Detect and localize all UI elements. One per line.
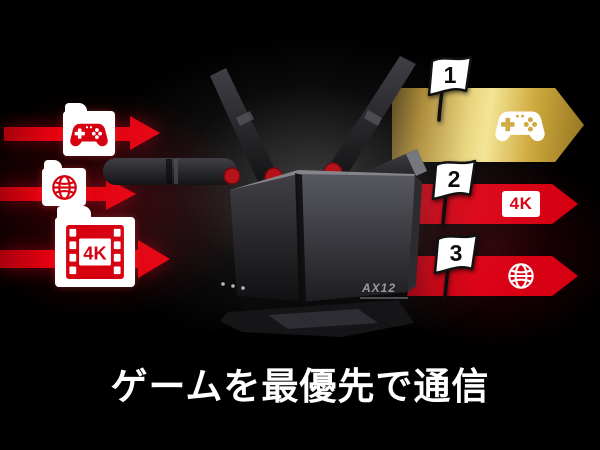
- antenna-up-right: [326, 56, 416, 180]
- caption-text: ゲームを最優先で通信: [110, 366, 490, 407]
- priority-flag-3: 3: [433, 233, 479, 300]
- router-led: [231, 284, 235, 288]
- antenna-up-left: [210, 68, 276, 182]
- flag-1-rank: 1: [444, 62, 457, 88]
- router-led: [221, 282, 225, 286]
- flag-3-rank: 3: [450, 240, 463, 266]
- priority-flag-2: 2: [431, 159, 477, 226]
- globe-icon: [51, 174, 77, 200]
- source-folder-internet: [42, 160, 86, 206]
- router-led: [241, 286, 245, 290]
- router-illustration: AX12: [90, 40, 560, 350]
- router-body: AX12: [221, 170, 422, 310]
- router-stand: [205, 300, 435, 345]
- router-model-label: AX12: [361, 281, 396, 295]
- antenna-horizontal-left: [103, 158, 237, 185]
- flag-2-rank: 2: [448, 166, 461, 192]
- priority-flag-1: 1: [427, 55, 473, 122]
